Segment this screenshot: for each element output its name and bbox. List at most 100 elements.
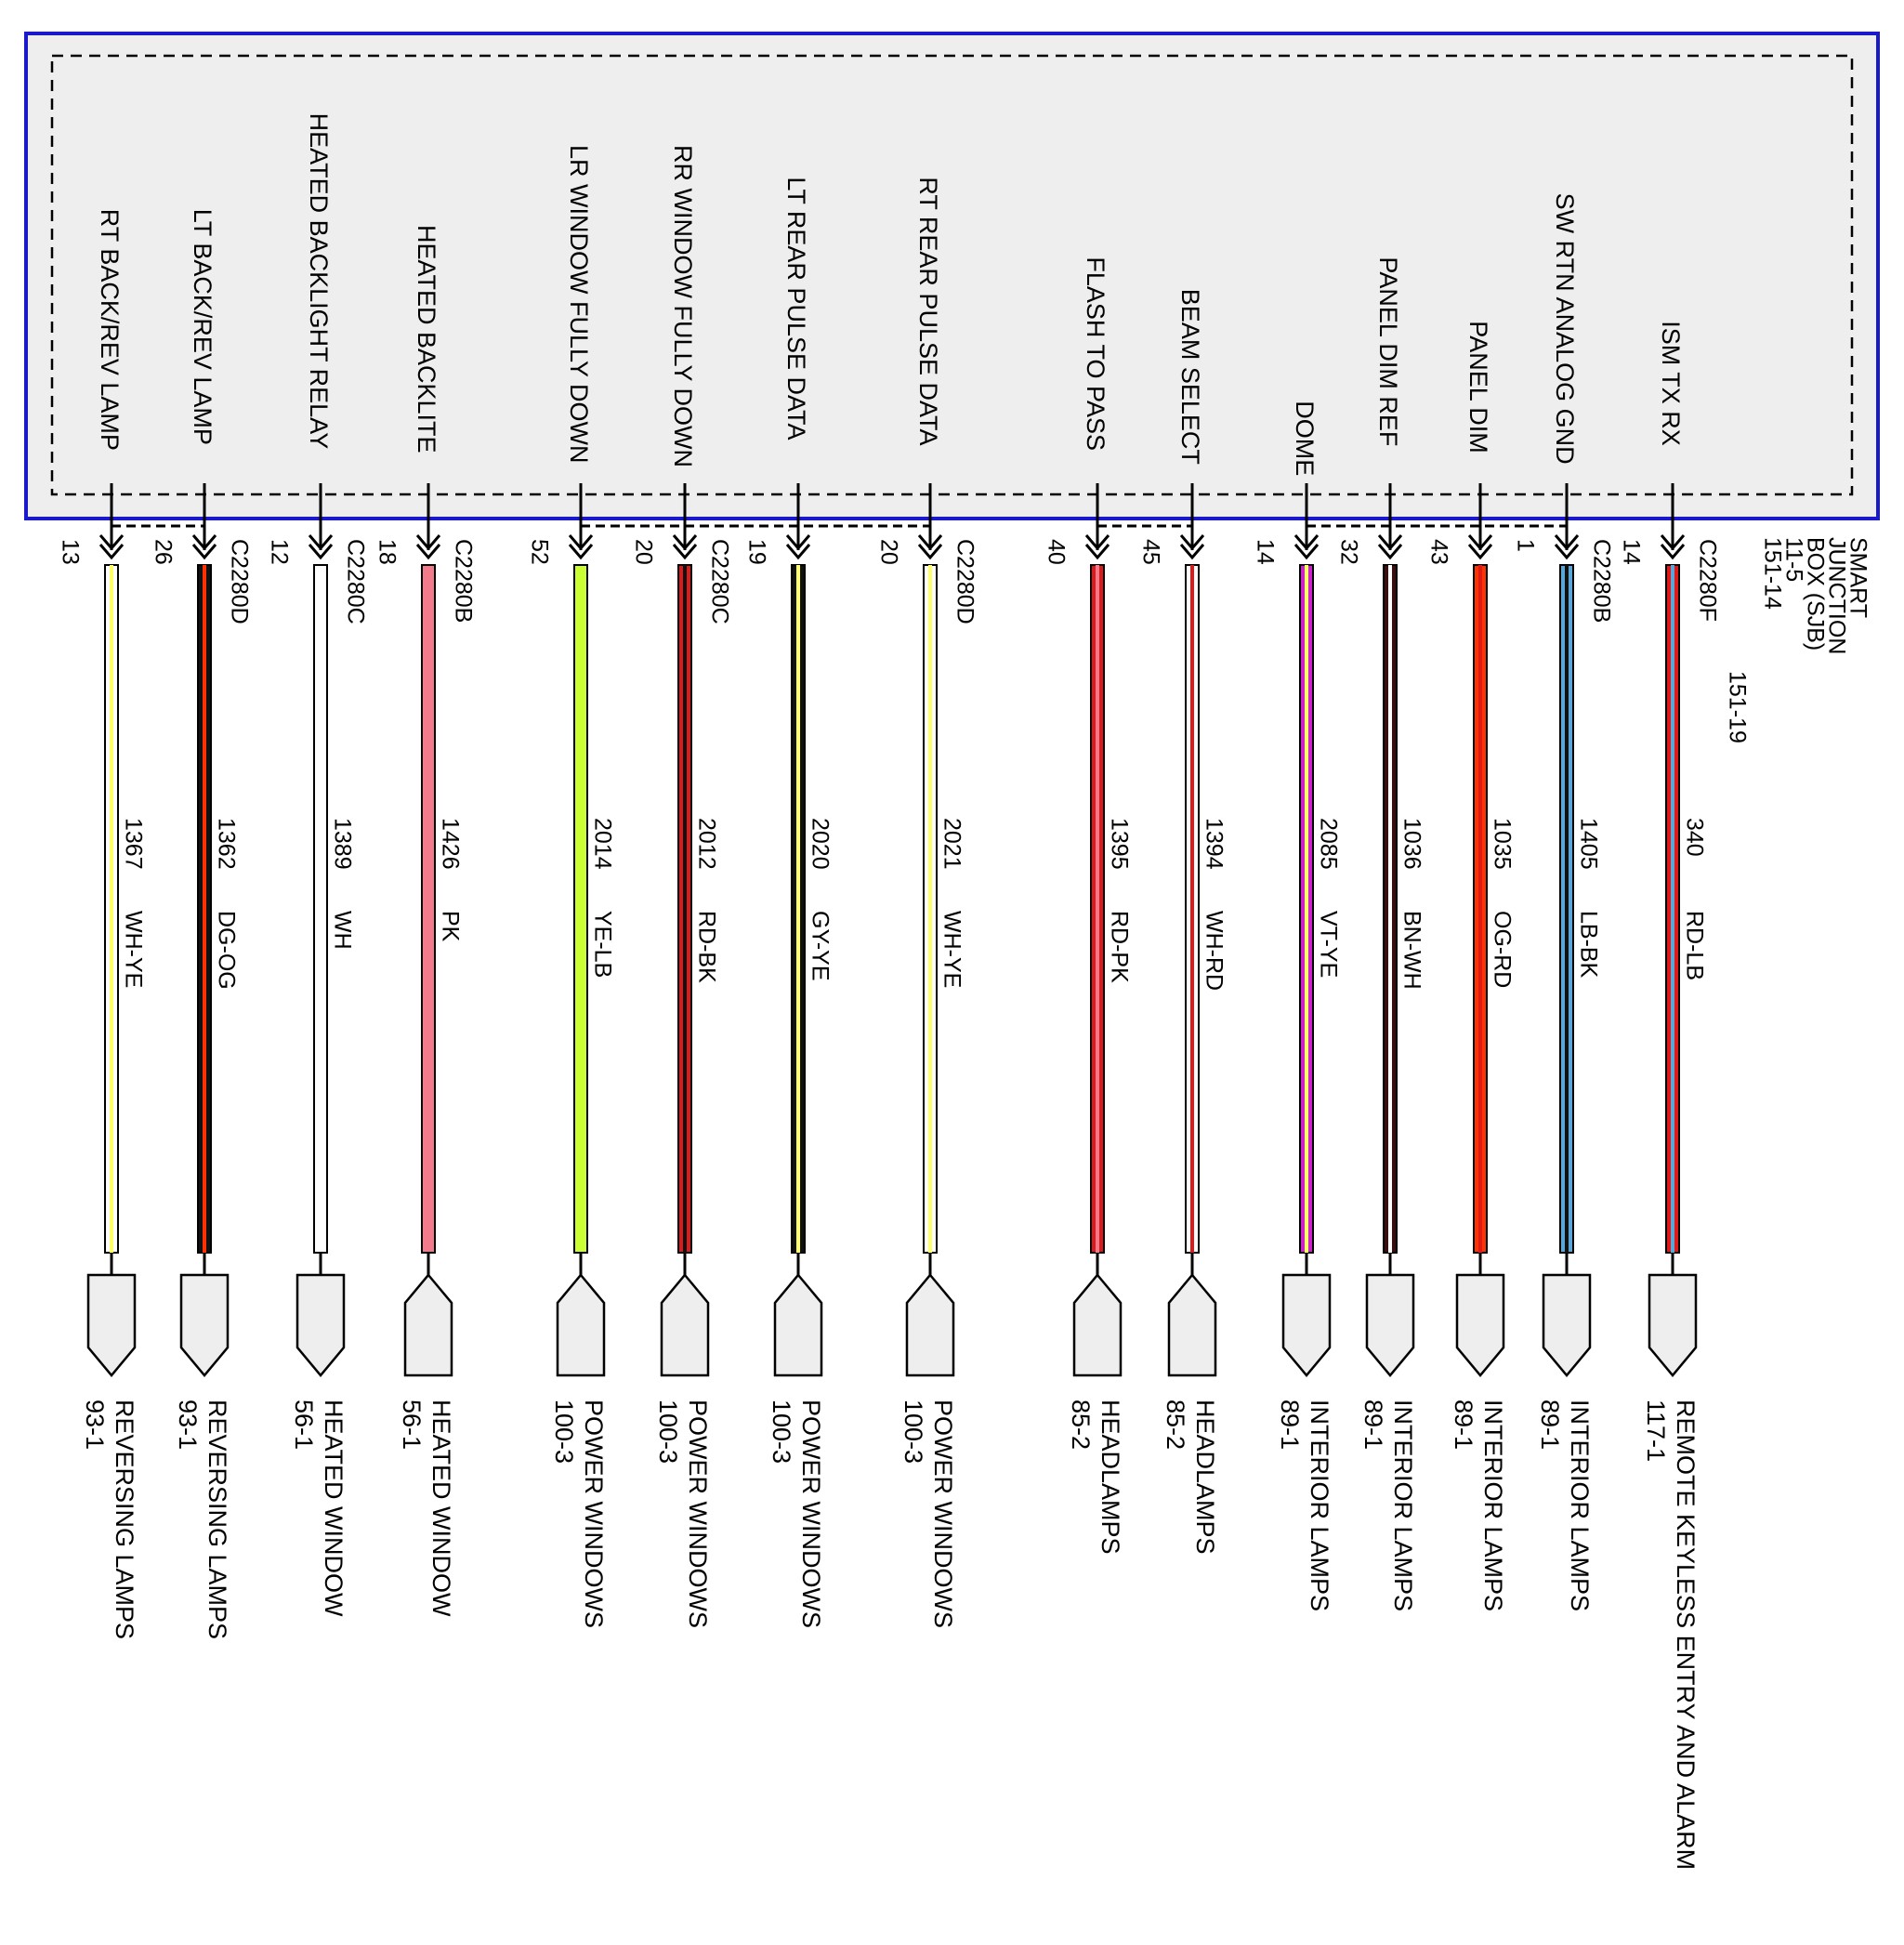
wire-color: YE-LB	[589, 911, 615, 978]
pin-chevron-icon	[785, 534, 811, 560]
destination-page: 100-3	[550, 1400, 578, 1464]
pin-number: 19	[743, 539, 769, 565]
wire-stripe	[1671, 565, 1674, 1253]
wire-color: RD-LB	[1681, 911, 1707, 980]
pin-chevron-icon	[1554, 534, 1580, 560]
wire-stripe	[928, 565, 932, 1253]
connector-down-icon	[179, 1273, 230, 1377]
wire-stripe	[203, 565, 206, 1253]
signal-label: RT REAR PULSE DATA	[914, 177, 942, 445]
connector-id: C2280C	[342, 539, 368, 624]
pin-chevron-icon	[1660, 534, 1686, 560]
destination-label: REVERSING LAMPS	[111, 1400, 138, 1639]
signal-label: BEAM SELECT	[1176, 289, 1204, 465]
connector-down-icon	[1455, 1273, 1505, 1377]
wire-stripe	[1565, 565, 1569, 1253]
signal-label: FLASH TO PASS	[1082, 256, 1110, 451]
signal-label: LT REAR PULSE DATA	[782, 177, 810, 440]
wire-color: GY-YE	[807, 911, 833, 981]
connector-up-icon	[556, 1273, 606, 1377]
pin-number: 12	[266, 539, 292, 565]
pin-chevron-icon	[98, 534, 125, 560]
wire-2014	[573, 564, 588, 1254]
destination-page: 89-1	[1536, 1400, 1564, 1450]
wire-stripe	[683, 565, 687, 1253]
destination-page: 93-1	[174, 1400, 202, 1450]
destination-label: INTERIOR LAMPS	[1566, 1400, 1594, 1611]
pin-chevron-icon	[672, 534, 698, 560]
circuit-number: 1036	[1398, 818, 1425, 870]
pin-number: 43	[1425, 539, 1451, 565]
connector-up-icon	[1072, 1273, 1123, 1377]
pin-chevron-icon	[1179, 534, 1205, 560]
pin-number: 1	[1512, 539, 1538, 552]
connector-id: C2280D	[226, 539, 252, 624]
destination-page: 85-2	[1162, 1400, 1189, 1450]
signal-label: PANEL DIM	[1464, 321, 1492, 453]
circuit-number: 1035	[1489, 818, 1515, 870]
wire-stripe	[1478, 565, 1482, 1253]
pin-chevron-icon	[308, 534, 334, 560]
destination-label: POWER WINDOWS	[797, 1400, 825, 1628]
destination-page: 89-1	[1276, 1400, 1304, 1450]
wire-color: WH-YE	[120, 911, 146, 988]
signal-label: ISM TX RX	[1657, 321, 1685, 446]
circuit-number: 2012	[693, 818, 719, 870]
wire-color: RD-PK	[1106, 911, 1132, 983]
pin-number: 40	[1043, 539, 1069, 565]
signal-label: DOME	[1291, 401, 1319, 476]
pin-number: 52	[526, 539, 552, 565]
destination-page: 85-2	[1067, 1400, 1095, 1450]
destination-label: INTERIOR LAMPS	[1306, 1400, 1333, 1611]
circuit-number: 1362	[213, 818, 239, 870]
pin-number: 18	[374, 539, 400, 565]
pin-chevron-icon	[1467, 534, 1493, 560]
circuit-number: 1394	[1201, 818, 1227, 870]
pin-number: 14	[1618, 539, 1644, 565]
pin-number: 45	[1137, 539, 1163, 565]
wire-stripe	[1190, 565, 1194, 1253]
circuit-number: 1405	[1575, 818, 1601, 870]
pin-number: 32	[1335, 539, 1361, 565]
module-name-line: 151-14	[1759, 537, 1785, 610]
signal-label: PANEL DIM REF	[1374, 256, 1402, 446]
wire-color: BN-WH	[1398, 911, 1425, 990]
wire-color: PK	[437, 911, 463, 942]
signal-label: LR WINDOW FULLY DOWN	[565, 145, 593, 464]
connector-id: C2280C	[706, 539, 732, 624]
signal-label: HEATED BACKLITE	[413, 225, 440, 453]
pin-chevron-icon	[191, 534, 217, 560]
wire-color: WH	[329, 911, 355, 950]
destination-label: POWER WINDOWS	[684, 1400, 712, 1628]
destination-label: HEATED WINDOW	[427, 1400, 455, 1617]
destination-page: 56-1	[290, 1400, 318, 1450]
circuit-number: 2085	[1315, 818, 1341, 870]
destination-page: 117-1	[1642, 1400, 1670, 1462]
wire-color: LB-BK	[1575, 911, 1601, 979]
destination-label: HEATED WINDOW	[320, 1400, 348, 1617]
circuit-number: 1389	[329, 818, 355, 870]
pin-chevron-icon	[415, 534, 441, 560]
destination-page: 89-1	[1450, 1400, 1477, 1450]
signal-label: HEATED BACKLIGHT RELAY	[305, 113, 333, 450]
circuit-number: 2014	[589, 818, 615, 870]
wire-stripe	[1096, 565, 1099, 1253]
circuit-number: 1426	[437, 818, 463, 870]
destination-page: 56-1	[398, 1400, 426, 1450]
wire-color: WH-RD	[1201, 911, 1227, 991]
circuit-number: 1395	[1106, 818, 1132, 870]
pin-number: 20	[630, 539, 656, 565]
destination-label: INTERIOR LAMPS	[1389, 1400, 1417, 1611]
connector-id: C2280B	[1588, 539, 1614, 623]
connector-down-icon	[1281, 1273, 1332, 1377]
pin-chevron-icon	[568, 534, 594, 560]
connector-down-icon	[1648, 1273, 1698, 1377]
wire-1426	[421, 564, 436, 1254]
connector-down-icon	[1542, 1273, 1592, 1377]
module-name-line: BOX (SJB)	[1802, 537, 1828, 651]
destination-label: HEADLAMPS	[1096, 1400, 1124, 1555]
wire-stripe	[796, 565, 800, 1253]
module-name-line: SMART	[1845, 537, 1871, 618]
wire-1389	[313, 564, 328, 1254]
connector-down-icon	[1365, 1273, 1415, 1377]
